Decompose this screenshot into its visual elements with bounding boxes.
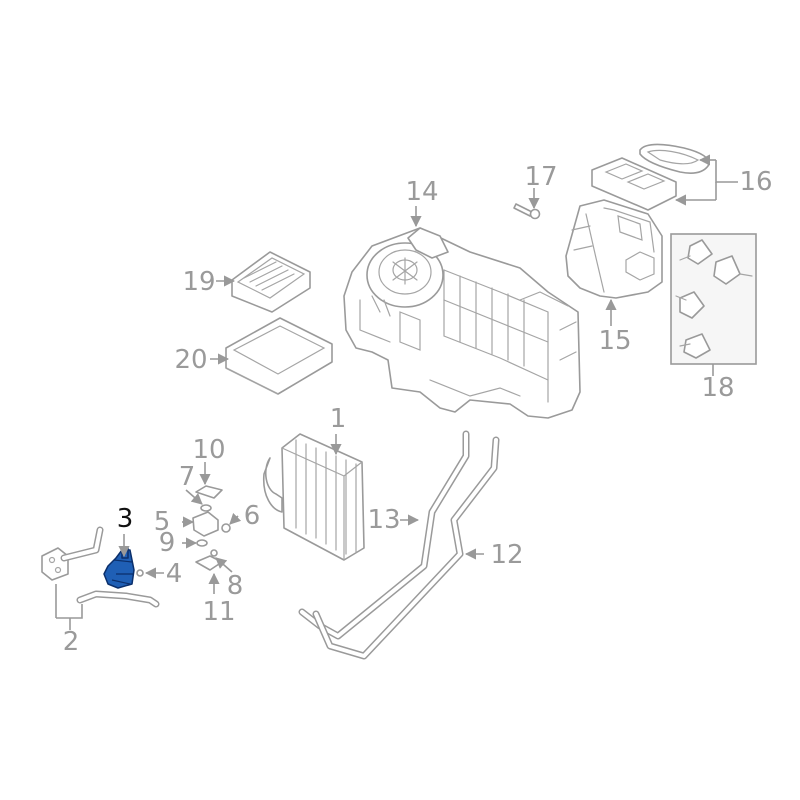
callout-5[interactable]: 5 — [154, 507, 171, 537]
callout-13[interactable]: 13 — [367, 505, 400, 535]
callout-4[interactable]: 4 — [166, 559, 183, 589]
callout-15[interactable]: 15 — [598, 326, 631, 356]
callout-1[interactable]: 1 — [330, 404, 347, 434]
callout-9[interactable]: 9 — [159, 528, 176, 558]
small-parts-group[interactable] — [136, 485, 231, 577]
callout-7[interactable]: 7 — [179, 462, 196, 492]
callout-10[interactable]: 10 — [192, 435, 225, 465]
screw-part[interactable] — [513, 203, 541, 220]
callout-14[interactable]: 14 — [405, 177, 438, 207]
filter-housing-part[interactable] — [225, 317, 333, 395]
evaporator-core-part[interactable] — [262, 433, 365, 561]
clip-kit-box[interactable] — [670, 233, 757, 365]
leader-lines — [55, 154, 738, 630]
callout-6[interactable]: 6 — [244, 501, 261, 531]
callout-2[interactable]: 2 — [63, 627, 80, 657]
cabin-filter-part[interactable] — [231, 251, 311, 313]
distribution-housing-part[interactable] — [565, 199, 663, 299]
callout-8[interactable]: 8 — [227, 571, 244, 601]
refrigerant-line-12[interactable] — [312, 436, 500, 660]
callout-16[interactable]: 16 — [739, 167, 772, 197]
seal-part[interactable] — [639, 143, 710, 174]
callout-20[interactable]: 20 — [174, 345, 207, 375]
callout-12[interactable]: 12 — [490, 540, 523, 570]
hvac-housing-part[interactable] — [343, 227, 581, 419]
callout-11[interactable]: 11 — [202, 597, 235, 627]
callout-labels: 1 2 3 4 5 6 7 8 9 10 11 12 13 14 15 16 1… — [63, 162, 773, 657]
callout-18[interactable]: 18 — [701, 373, 734, 403]
callout-17[interactable]: 17 — [524, 162, 557, 192]
pipe-hose-part[interactable] — [41, 526, 160, 608]
callout-19[interactable]: 19 — [182, 267, 215, 297]
callout-3[interactable]: 3 — [117, 504, 134, 534]
expansion-valve-part-highlighted[interactable] — [103, 547, 135, 589]
